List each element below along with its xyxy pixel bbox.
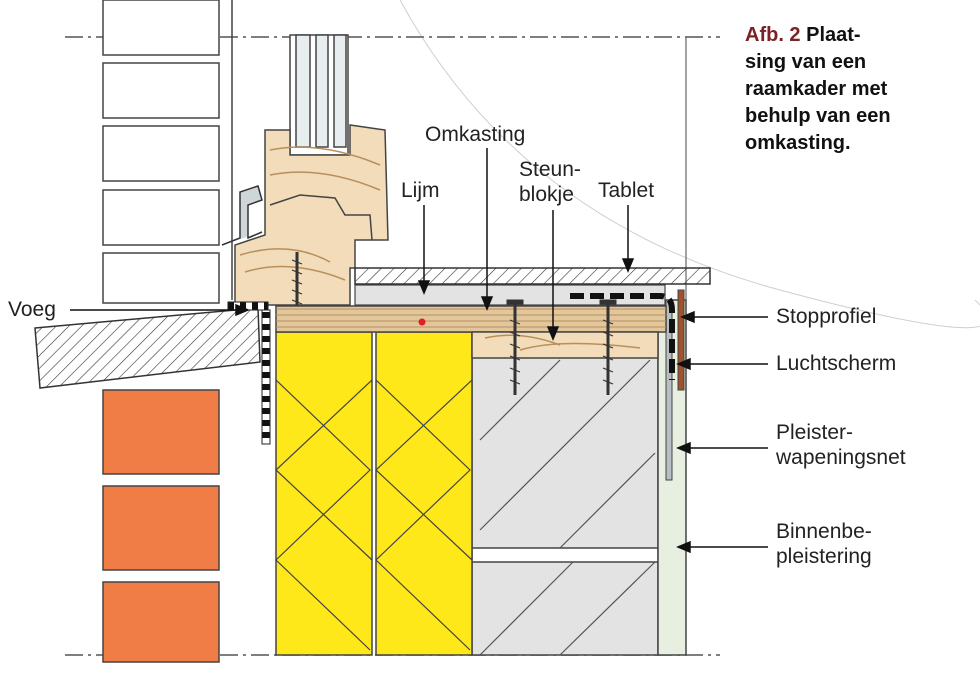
caption-text: Plaat- sing van een raamkader met behulp… xyxy=(745,24,891,154)
aluminium-profile xyxy=(221,185,263,246)
label-lijm: Lijm xyxy=(401,179,440,202)
marker-dot xyxy=(418,318,426,326)
leader-lines xyxy=(70,148,768,554)
background-arc xyxy=(399,0,980,329)
glue-layer xyxy=(354,284,666,306)
window-glazing xyxy=(289,34,349,156)
external-sill xyxy=(34,307,261,389)
insulation xyxy=(275,331,473,656)
label-binnenbepleistering: Binnenbe- pleistering xyxy=(776,520,872,568)
upper-masonry xyxy=(102,0,220,304)
label-voeg: Voeg xyxy=(8,298,56,321)
stop-profile xyxy=(570,293,675,380)
figure-number: Afb. 2 xyxy=(745,24,801,46)
window-frame xyxy=(234,124,389,306)
inner-wall-hatch xyxy=(479,359,656,656)
inner-wall-block xyxy=(471,334,659,656)
label-tablet: Tablet xyxy=(598,179,655,202)
air-barrier-left xyxy=(261,309,271,445)
casing-screws xyxy=(506,299,617,395)
tablet xyxy=(354,267,711,285)
air-barrier-top xyxy=(227,301,269,311)
support-blocks xyxy=(471,331,659,359)
label-stopprofiel: Stopprofiel xyxy=(776,305,877,328)
facade-bricks xyxy=(102,389,220,663)
label-pleisterwapeningsnet: Pleister- wapeningsnet xyxy=(776,421,906,469)
label-steunblokje: Steun- blokje xyxy=(519,158,581,206)
label-omkasting: Omkasting xyxy=(425,123,526,146)
label-luchtscherm: Luchtscherm xyxy=(776,352,897,375)
figure-caption: Afb. 2 Plaat- sing van een raamkader met… xyxy=(745,22,965,157)
